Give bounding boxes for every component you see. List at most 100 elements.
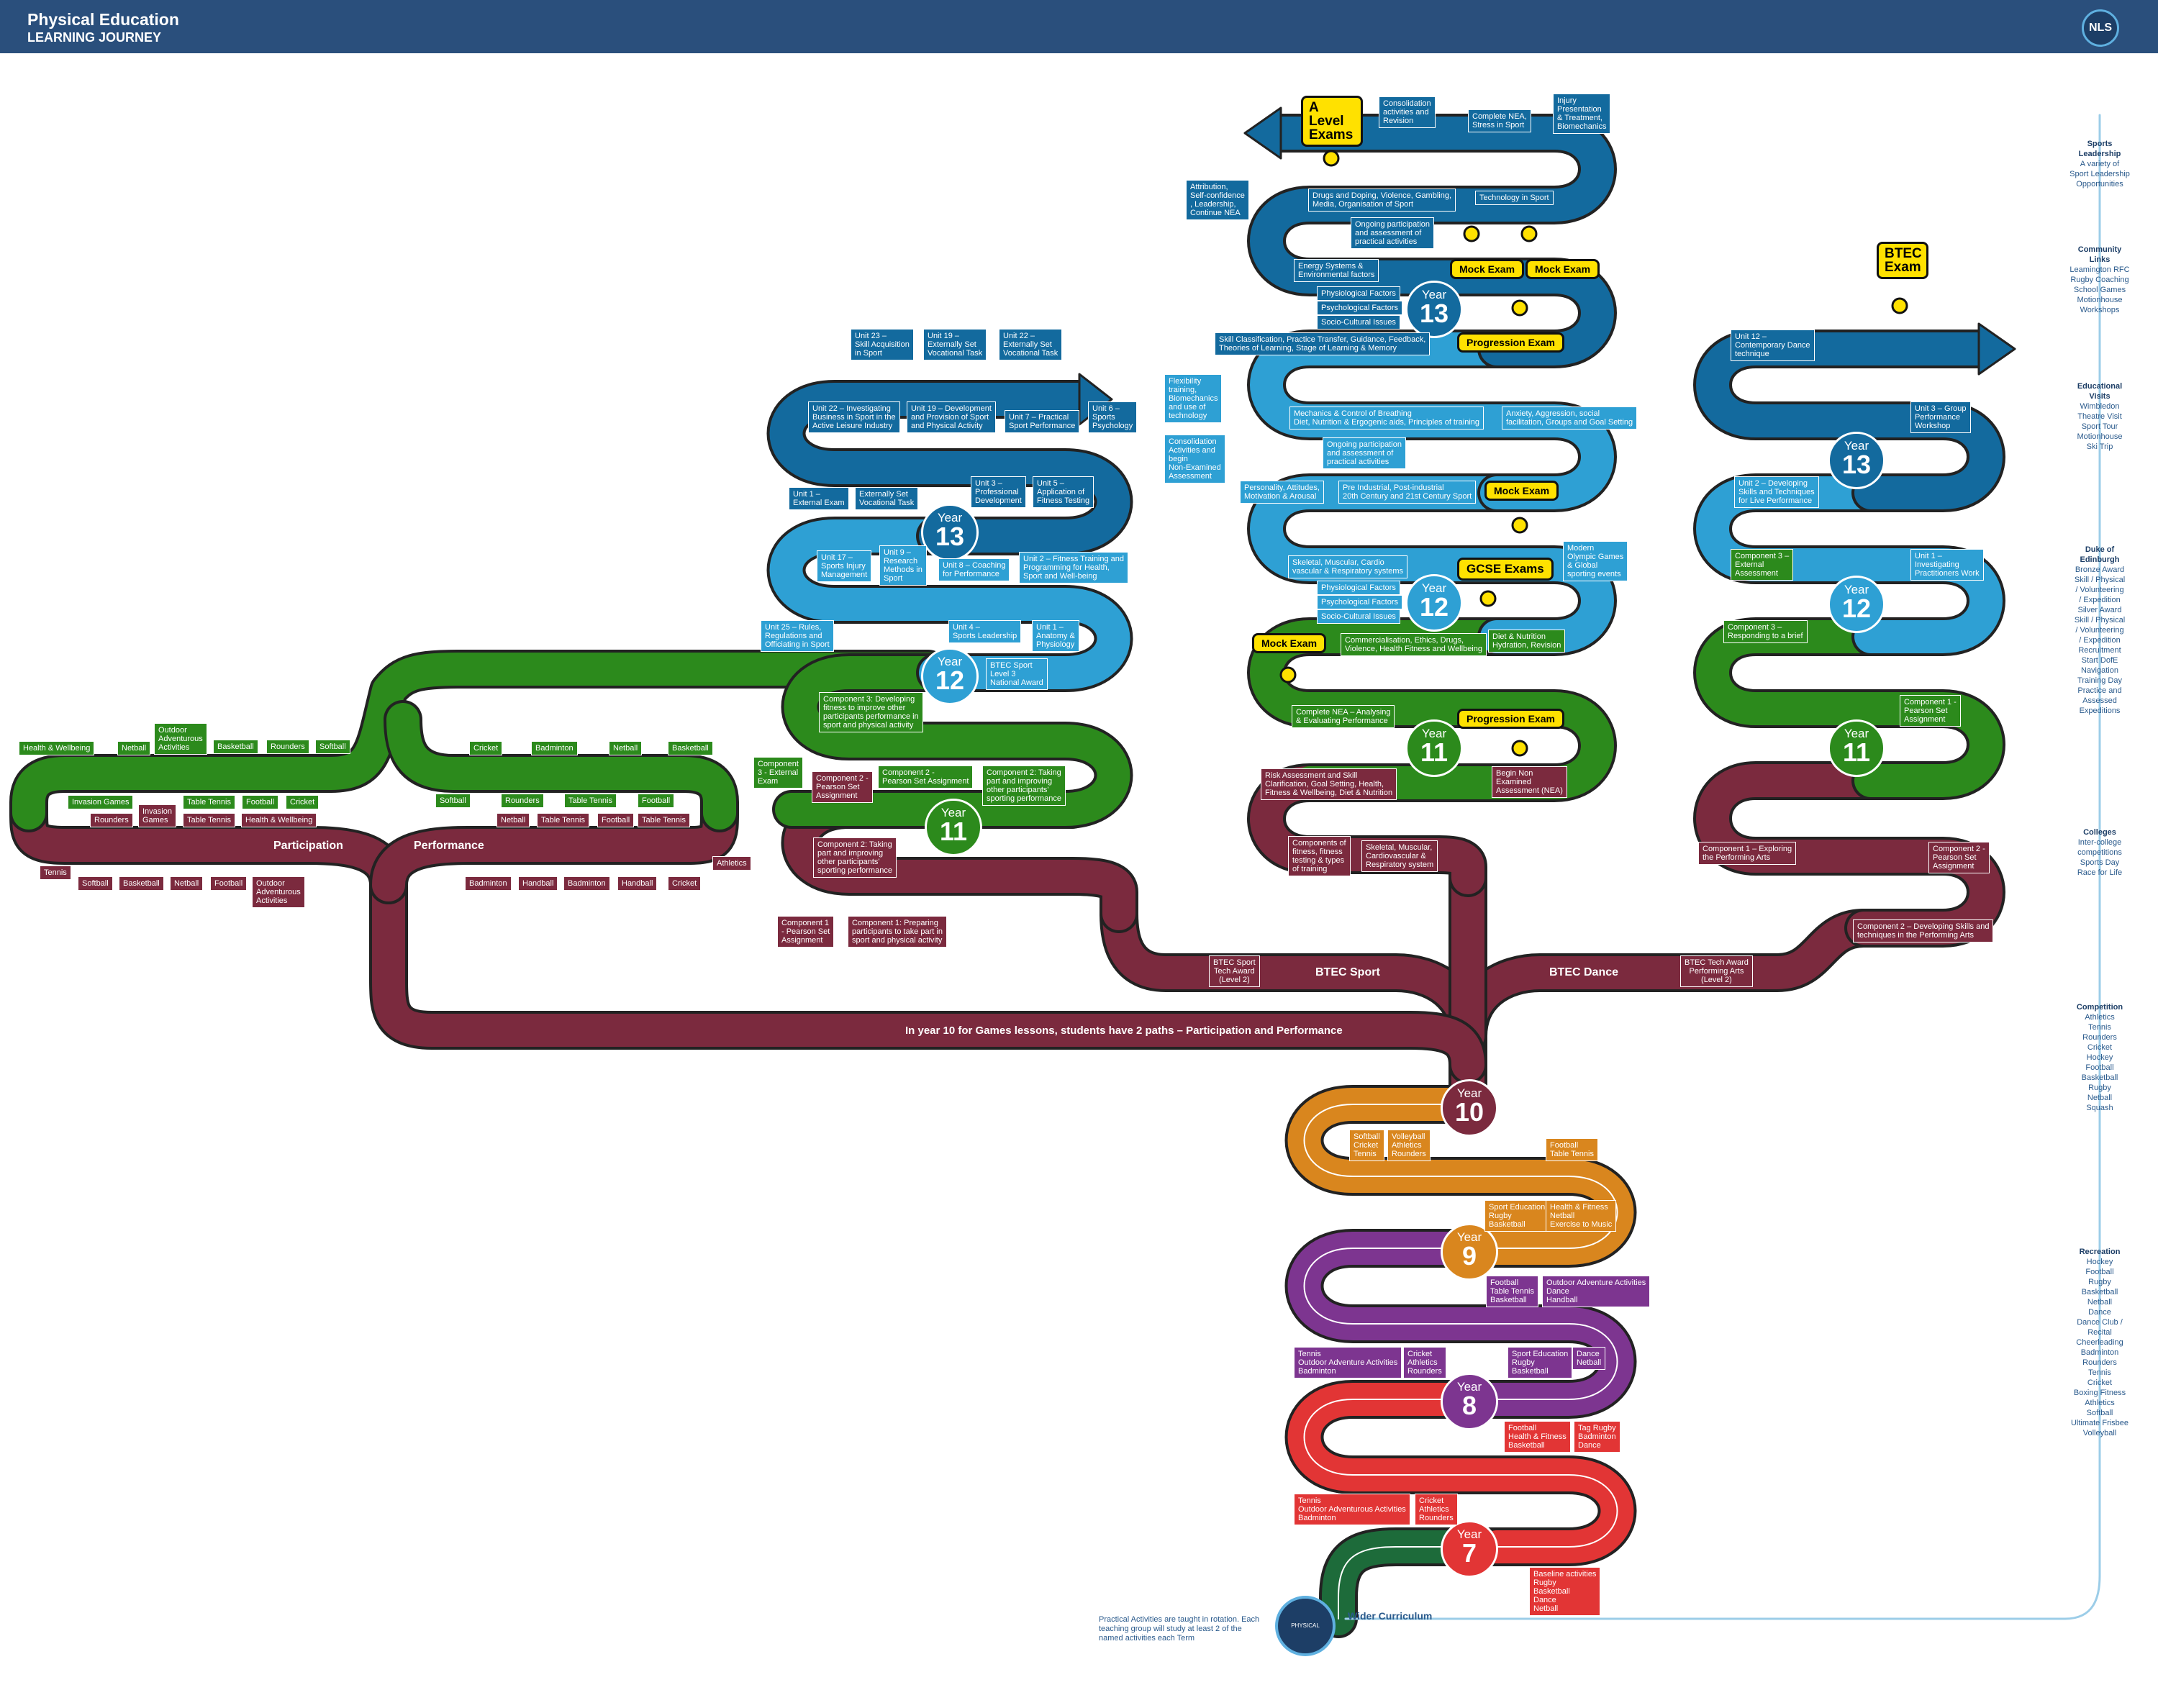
games-label: Handball [518,876,558,891]
gcse-exams-badge: GCSE Exams [1457,558,1554,581]
games-label: Football [242,795,279,809]
games-label: Cricket [286,795,319,809]
marker-progression-11 [1511,740,1528,757]
wider-curriculum-line [1344,114,2101,1620]
mock-exam-1: Mock Exam [1450,259,1525,279]
sidebar-duke-of-edinburgh: Duke of Edinburgh Bronze Award Skill / P… [2074,545,2126,715]
btec-sport-label: Unit 25 – Rules, Regulations and Officia… [761,620,834,652]
games-label: Basketball [668,741,713,755]
games-label: Badminton [531,741,578,755]
gcse-pe-label: GCSE PE [1371,886,1423,899]
btec-sport-label: Unit 22 – Externally Set Vocational Task [999,329,1063,360]
road-year-10 [1100,894,1487,1124]
marker-mock-1 [1463,225,1480,242]
marker-progression [1511,299,1528,317]
games-label: Outdoor Adventurous Activities [154,723,207,755]
gcse-label: Flexibility training, Biomechanics and u… [1164,374,1223,423]
marker-gcse [1479,590,1497,607]
page-title: Physical Education [27,10,179,29]
marker-a-level [1323,150,1340,167]
games-label: Netball [609,741,643,755]
gcse-label: Modern Olympic Games & Global sporting e… [1563,541,1628,581]
btec-sport-label: Component 3 - External Exam [753,757,803,789]
sidebar-community-links: Community Links Leamington RFC Rugby Coa… [2069,245,2130,314]
gcse-label: Components of fitness, fitness testing &… [1288,836,1351,876]
games-label: Netball [117,741,151,755]
y8-activities-a: Football Health & Fitness Basketball [1504,1421,1571,1453]
gcse-label: Injury Presentation & Treatment, Biomech… [1553,94,1611,134]
dance-label: Unit 2 – Developing Skills and Technique… [1734,476,1819,508]
gcse-label: Attribution, Self-confidence , Leadershi… [1186,180,1249,220]
marker-btec-dance [1891,297,1908,314]
games-label: Badminton [563,876,610,891]
y10-activities-b: Volleyball Athletics Rounders [1387,1130,1431,1161]
gcse-label: Consolidation Activities and begin Non-E… [1164,435,1225,483]
btec-sport-label: Unit 1 – Anatomy & Physiology [1032,620,1079,652]
dance-label: Component 1 - Pearson Set Assignment [1900,695,1961,727]
y8-activities-e: Sport Education Rugby Basketball [1508,1347,1573,1378]
games-label: Tennis [40,866,71,880]
gcse-label: Physiological Factors [1317,581,1400,595]
gcse-label: Technology in Sport [1475,191,1554,205]
gcse-label: Anxiety, Aggression, social facilitation… [1502,406,1638,430]
btec-sport-label: Unit 9 – Research Methods in Sport [879,545,927,586]
games-label: Handball [617,876,658,891]
btec-sport-label: Unit 8 – Coaching for Performance [938,558,1010,581]
performance-label: Performance [414,840,484,852]
sidebar-educational-visits: Educational Visits Wimbledon Theatre Vis… [2077,382,2123,451]
marker-mock-11 [1279,666,1297,683]
dance-label: Unit 1 – Investigating Practitioners Wor… [1910,549,1984,581]
games-label: Netball [497,813,530,827]
gcse-label: Socio-Cultural Issues [1317,315,1400,330]
btec-sport-label: Unit 4 – Sports Leadership [948,620,1022,643]
school-logo: NLS [2082,9,2119,47]
y9-activities-d: Health & Fitness Netball Exercise to Mus… [1546,1200,1617,1232]
gcse-label: Energy Systems & Environmental factors [1294,259,1379,282]
games-label: Basketball [119,876,164,891]
gcse-label: Complete NEA – Analysing & Evaluating Pe… [1292,705,1395,728]
games-label: Cricket [469,741,503,755]
btec-sport-label: Component 1: Preparing participants to t… [848,916,947,948]
dance-label: Component 2 – Developing Skills and tech… [1853,919,1994,942]
games-label: Health & Wellbeing [241,813,317,827]
games-label: Table Tennis [638,813,690,827]
games-label: Football [210,876,248,891]
marker-mock-2 [1520,225,1538,242]
btec-sport-label: Unit 23 – Skill Acquisition in Sport [851,329,914,360]
games-label: Health & Wellbeing [19,741,95,755]
btec-sport-tech-award: BTEC Sport Tech Award (Level 2) [1209,955,1260,987]
pe-logo: PHYSICAL EDUCATION [1275,1596,1336,1684]
btec-sport-label: Component 2 - Pearson Set Assignment [812,771,873,803]
games-label: Softball [315,740,350,754]
y10-activities-a: Softball Cricket Tennis [1349,1130,1384,1161]
mock-exam-12: Mock Exam [1484,481,1559,501]
btec-dance-label: BTEC Dance [1549,966,1619,978]
gcse-label: Ongoing participation and assessment of … [1351,217,1434,249]
games-label: Rounders [501,794,544,808]
y7-activities-b: Cricket Athletics Rounders [1415,1494,1458,1525]
games-label: Netball [170,876,204,891]
games-label: Table Tennis [183,813,235,827]
games-label: Athletics [712,856,751,871]
games-label: Softball [78,876,113,891]
btec-sport-label: BTEC Sport [1315,966,1380,978]
marker-mock-12 [1511,517,1528,534]
btec-sport-label: Component 3: Developing fitness to impro… [819,692,923,732]
gcse-label: Skill Classification, Practice Transfer,… [1215,332,1431,355]
btec-sport-label: Unit 6 – Sports Psychology [1088,401,1138,433]
page-subtitle: LEARNING JOURNEY [27,30,162,45]
games-label: Football [597,813,635,827]
y10-activities-c: Football Table Tennis [1546,1138,1598,1161]
progression-exam-13: Progression Exam [1457,332,1564,353]
btec-sport-label: Component 1 - Pearson Set Assignment [777,916,835,948]
rotation-note: Practical Activities are taught in rotat… [1099,1615,1260,1643]
